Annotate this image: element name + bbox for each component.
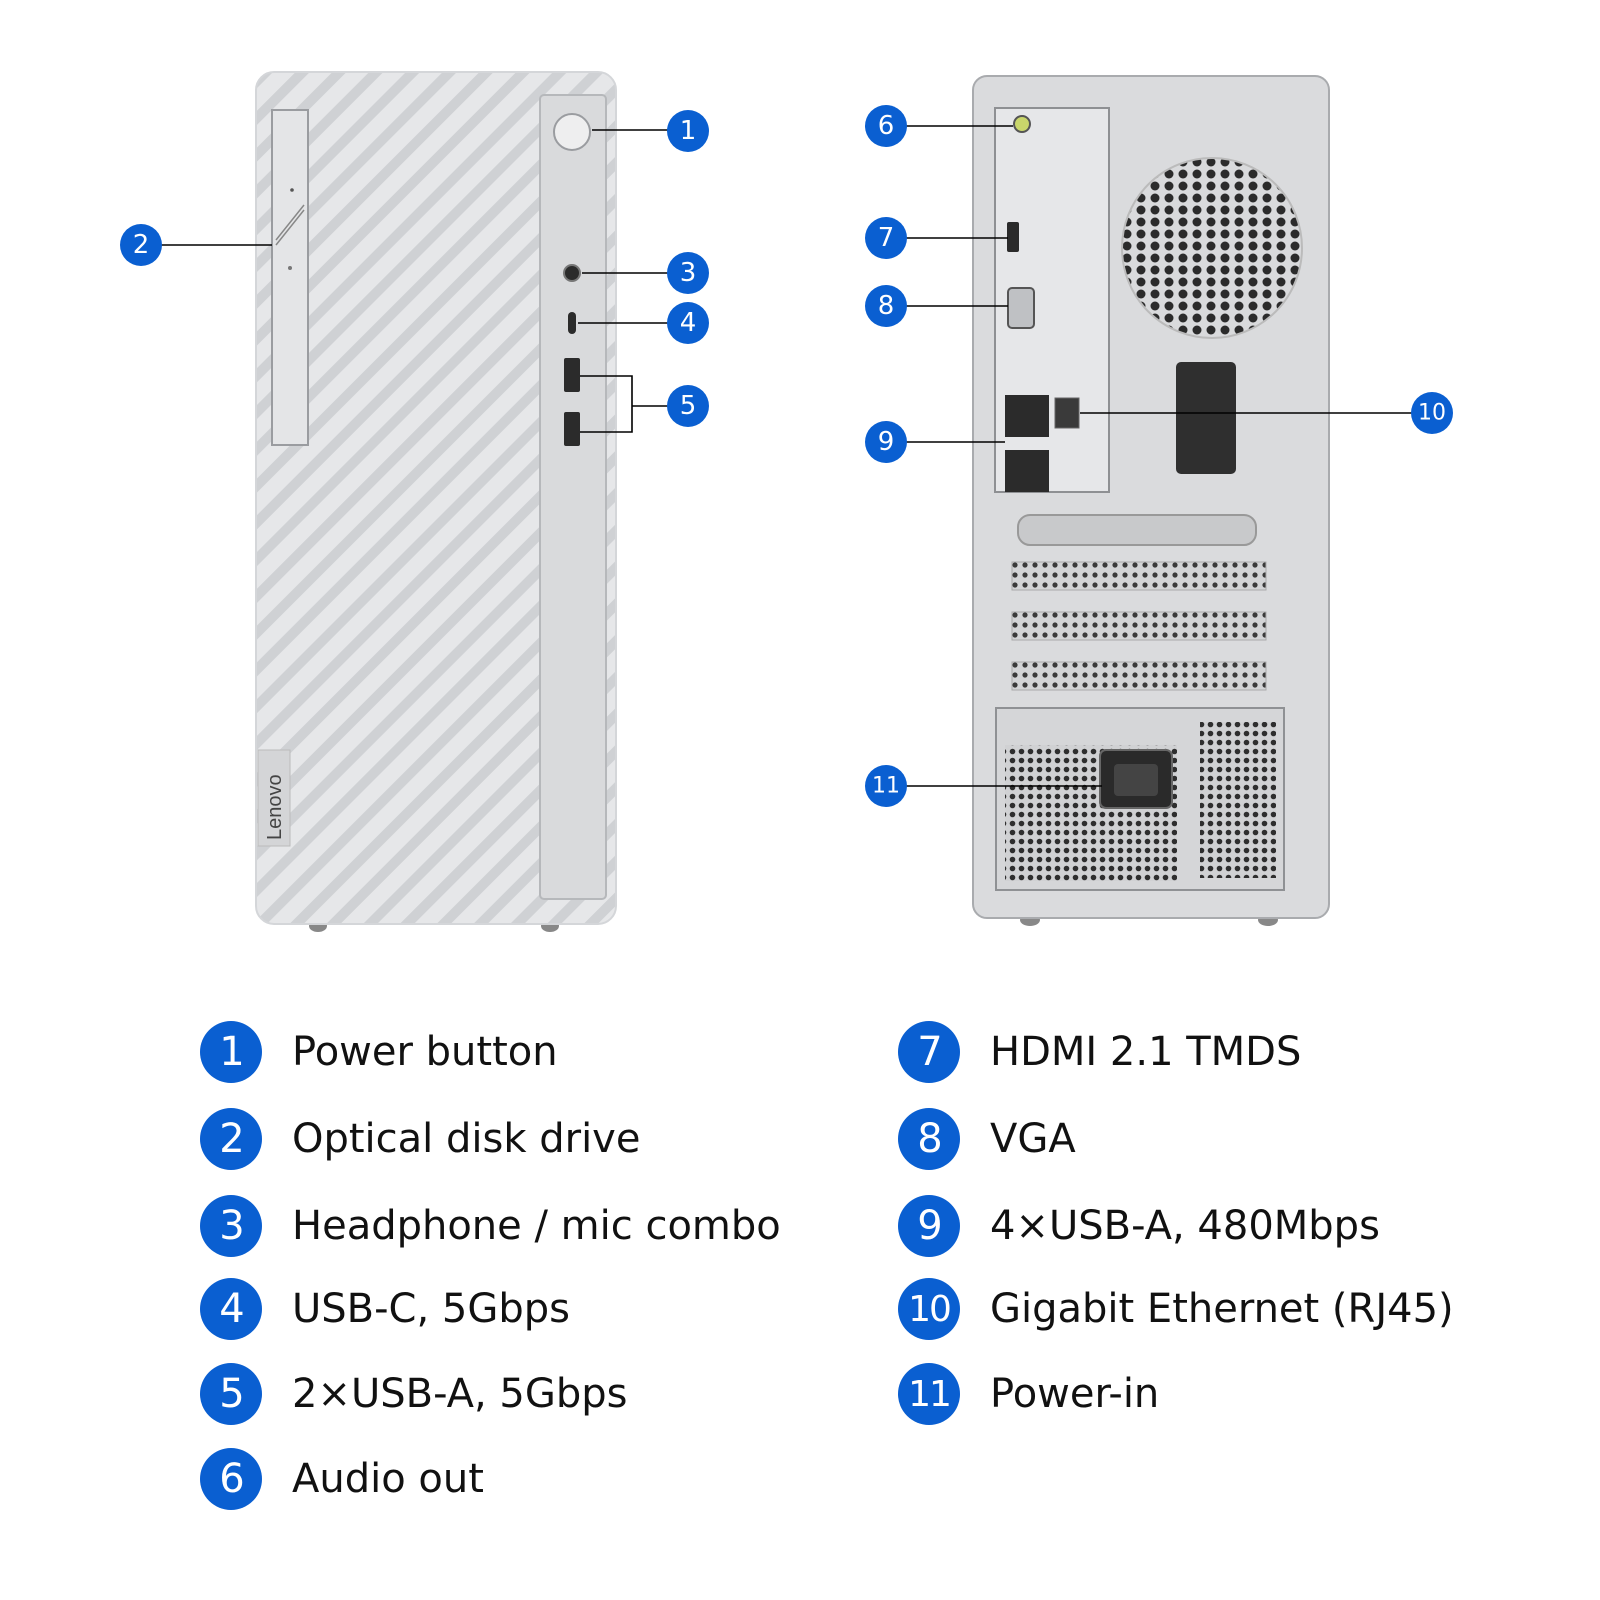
legend-item: 1 Power button	[200, 1020, 558, 1084]
legend-number: 6	[200, 1448, 262, 1510]
callout-number: 2	[133, 230, 150, 260]
legend-item: 5 2×USB-A, 5Gbps	[200, 1362, 628, 1426]
brand-plate	[257, 749, 291, 847]
legend-item: 11 Power-in	[898, 1362, 1159, 1426]
callout-number: 4	[680, 308, 697, 338]
callout-number: 6	[878, 111, 895, 141]
power-button[interactable]	[553, 113, 591, 151]
usb-a-stack[interactable]	[1005, 395, 1049, 437]
legend-number: 4	[200, 1278, 262, 1340]
legend-item: 8 VGA	[898, 1107, 1076, 1171]
usb-a-port[interactable]	[564, 412, 580, 446]
legend-label: 4×USB-A, 480Mbps	[990, 1203, 1380, 1249]
expansion-slot	[1011, 611, 1267, 641]
usb-c-port[interactable]	[568, 312, 576, 334]
legend-label: USB-C, 5Gbps	[292, 1286, 570, 1332]
legend-item: 2 Optical disk drive	[200, 1107, 640, 1171]
legend-label: Audio out	[292, 1456, 484, 1502]
fan-grille	[1121, 157, 1303, 339]
legend-number: 3	[200, 1195, 262, 1257]
callout-6: 6	[865, 105, 907, 147]
optical-drive-bay	[271, 109, 309, 446]
callout-2: 2	[120, 224, 162, 266]
expansion-slot	[1011, 661, 1267, 691]
callout-number: 11	[872, 774, 900, 799]
legend-number: 5	[200, 1363, 262, 1425]
legend-label: Optical disk drive	[292, 1116, 641, 1162]
callout-number: 5	[680, 391, 697, 421]
legend-number: 10	[898, 1278, 960, 1340]
callout-number: 8	[878, 291, 895, 321]
callout-4: 4	[667, 302, 709, 344]
callout-number: 9	[878, 427, 895, 457]
callout-number: 1	[680, 116, 697, 146]
legend-item: 7 HDMI 2.1 TMDS	[898, 1020, 1301, 1084]
callout-number: 7	[878, 223, 895, 253]
callout-1: 1	[667, 110, 709, 152]
legend-item: 10 Gigabit Ethernet (RJ45)	[898, 1277, 1454, 1341]
callout-11: 11	[865, 765, 907, 807]
rear-tower	[972, 75, 1330, 926]
front-tower: Lenovo	[255, 71, 617, 932]
legend-label: 2×USB-A, 5Gbps	[292, 1371, 628, 1417]
legend-number: 2	[200, 1108, 262, 1170]
expansion-slot	[1017, 514, 1257, 546]
audio-out-port[interactable]	[1013, 115, 1031, 133]
callout-10: 10	[1411, 392, 1453, 434]
legend-item: 3 Headphone / mic combo	[200, 1194, 781, 1258]
cable-tie	[1176, 362, 1236, 474]
legend-number: 7	[898, 1021, 960, 1083]
expansion-slot	[1011, 561, 1267, 591]
legend-label: Power button	[292, 1029, 558, 1075]
legend-label: Gigabit Ethernet (RJ45)	[990, 1286, 1454, 1332]
usb-a-stack[interactable]	[1005, 450, 1049, 492]
headphone-jack[interactable]	[563, 264, 581, 282]
legend-item: 6 Audio out	[200, 1447, 484, 1511]
legend-item: 4 USB-C, 5Gbps	[200, 1277, 570, 1341]
callout-3: 3	[667, 252, 709, 294]
hdmi-port[interactable]	[1007, 222, 1019, 252]
vga-port[interactable]	[1007, 287, 1035, 329]
legend-label: Headphone / mic combo	[292, 1203, 781, 1249]
legend-item: 9 4×USB-A, 480Mbps	[898, 1194, 1380, 1258]
usb-a-port[interactable]	[564, 358, 580, 392]
callout-number: 3	[680, 258, 697, 288]
callout-8: 8	[865, 285, 907, 327]
callout-9: 9	[865, 421, 907, 463]
callout-lines	[160, 125, 1412, 787]
brand-logo: Lenovo	[264, 774, 286, 840]
callout-5: 5	[667, 385, 709, 427]
legend-number: 8	[898, 1108, 960, 1170]
legend-label: VGA	[990, 1116, 1076, 1162]
psu-vent	[1200, 722, 1276, 878]
product-diagram: Lenovo	[120, 71, 1453, 932]
legend-number: 9	[898, 1195, 960, 1257]
legend-label: Power-in	[990, 1371, 1160, 1417]
callout-7: 7	[865, 217, 907, 259]
front-io-panel	[539, 94, 607, 900]
ethernet-port[interactable]	[1054, 397, 1080, 429]
legend-number: 1	[200, 1021, 262, 1083]
legend-number: 11	[898, 1363, 960, 1425]
legend-label: HDMI 2.1 TMDS	[990, 1029, 1302, 1075]
callout-number: 10	[1418, 401, 1446, 426]
